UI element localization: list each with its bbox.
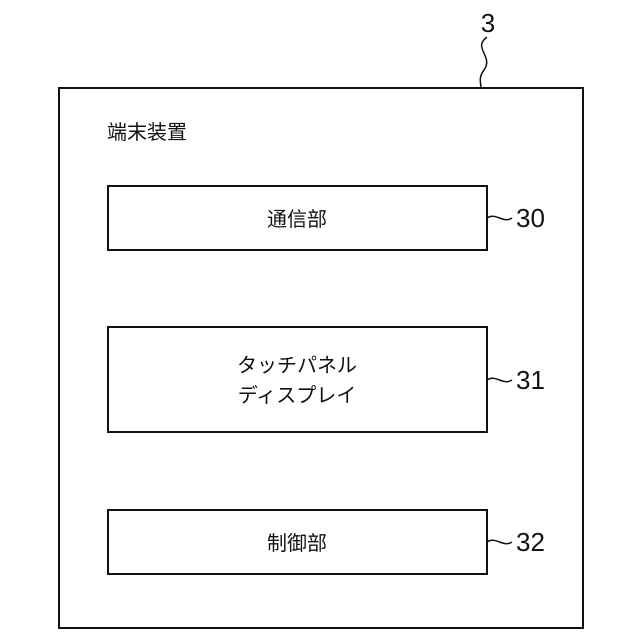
touch-panel-display-label-line2: ディスプレイ <box>238 383 357 407</box>
device-ref-leader <box>480 37 487 88</box>
touch-panel-display-leader <box>487 378 512 381</box>
communication-unit-leader <box>487 216 512 219</box>
control-unit-ref: 32 <box>516 527 545 557</box>
touch-panel-display-ref: 31 <box>516 365 545 395</box>
touch-panel-display-label-line1: タッチパネル <box>237 353 357 377</box>
communication-unit-label: 通信部 <box>267 207 327 231</box>
touch-panel-display-box <box>108 327 487 432</box>
device-title: 端末装置 <box>107 120 187 144</box>
communication-unit-ref: 30 <box>516 203 545 233</box>
device-ref-label: 3 <box>481 8 495 38</box>
control-unit-label: 制御部 <box>267 531 327 555</box>
control-unit-leader <box>487 540 512 543</box>
